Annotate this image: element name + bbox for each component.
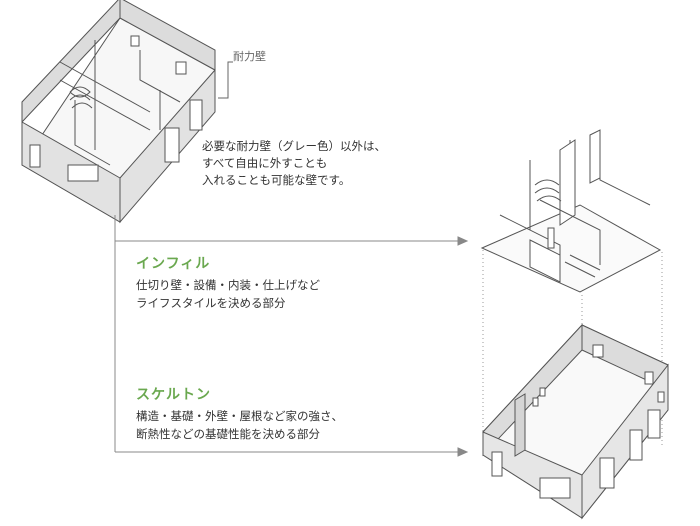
wall-note: 必要な耐力壁（グレー色）以外は、 すべて自由に外すことも 入れることも可能な壁で… bbox=[202, 138, 386, 189]
infill-illustration bbox=[480, 129, 662, 293]
wall-note-line2: すべて自由に外すことも bbox=[202, 156, 328, 170]
wall-leader-line bbox=[218, 61, 233, 99]
arrows bbox=[114, 215, 469, 457]
infill-title: インフィル bbox=[136, 256, 211, 272]
wall-label: 耐力壁 bbox=[233, 50, 266, 63]
infill-description: 仕切り壁・設備・内装・仕上げなど ライフスタイルを決める部分 bbox=[136, 276, 320, 312]
skeleton-line2: 断熱性などの基礎性能を決める部分 bbox=[136, 427, 320, 441]
skeleton-line1: 構造・基礎・外壁・屋根など家の強さ、 bbox=[136, 409, 343, 423]
wall-note-line1: 必要な耐力壁（グレー色）以外は、 bbox=[202, 139, 386, 153]
infill-line1: 仕切り壁・設備・内装・仕上げなど bbox=[136, 278, 320, 292]
skeleton-title: スケルトン bbox=[136, 387, 211, 403]
full-house-illustration bbox=[21, 0, 216, 224]
skeleton-description: 構造・基礎・外壁・屋根など家の強さ、 断熱性などの基礎性能を決める部分 bbox=[136, 407, 343, 443]
infill-line2: ライフスタイルを決める部分 bbox=[136, 296, 286, 310]
wall-note-line3: 入れることも可能な壁です。 bbox=[202, 173, 351, 187]
skeleton-illustration bbox=[482, 323, 669, 520]
